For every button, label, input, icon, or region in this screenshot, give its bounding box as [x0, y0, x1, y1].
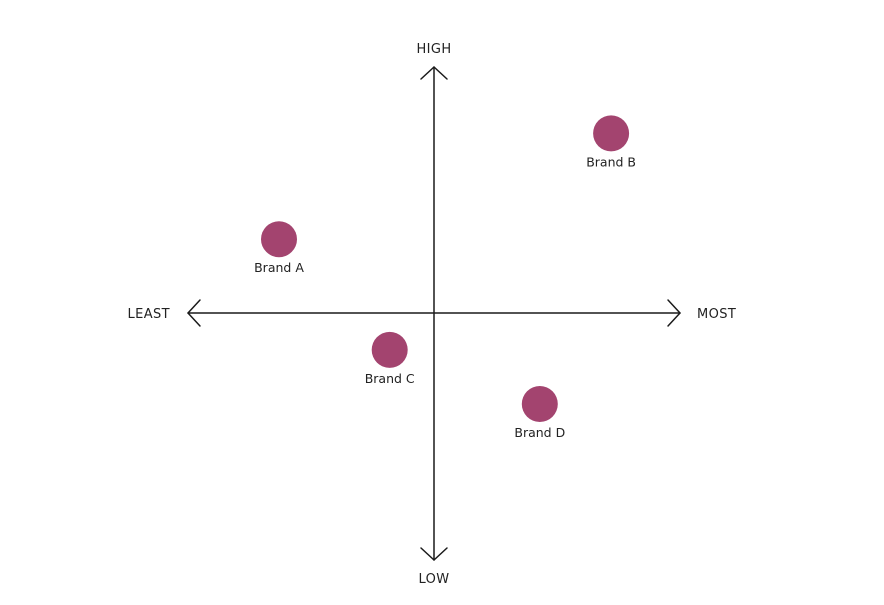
brand-point-label: Brand C [365, 371, 415, 386]
x-axis-least-label: LEAST [127, 307, 170, 322]
brand-point-label: Brand B [586, 154, 636, 169]
x-axis-arrow-right [667, 299, 681, 327]
brand-point-marker [371, 331, 408, 368]
brand-point-group: Brand C [365, 331, 415, 386]
brand-point-group: Brand A [254, 221, 304, 275]
brand-point-marker [521, 386, 558, 422]
x-axis-most-label: MOST [697, 307, 736, 322]
brand-point-group: Brand D [514, 386, 565, 440]
y-axis-low-label: LOW [418, 572, 449, 587]
points-layer: Brand A Brand B Brand C Brand D [254, 115, 636, 440]
axes [187, 66, 681, 561]
brand-point-label: Brand D [514, 425, 565, 440]
brand-point-marker [261, 221, 297, 258]
brand-point-group: Brand B [586, 115, 636, 169]
y-axis-arrow-top [420, 66, 448, 80]
x-axis-arrow-left [187, 299, 201, 327]
y-axis-arrow-bottom [420, 547, 448, 561]
brand-point-marker [593, 115, 630, 152]
y-axis-high-label: HIGH [416, 42, 451, 57]
brand-point-label: Brand A [254, 260, 304, 275]
